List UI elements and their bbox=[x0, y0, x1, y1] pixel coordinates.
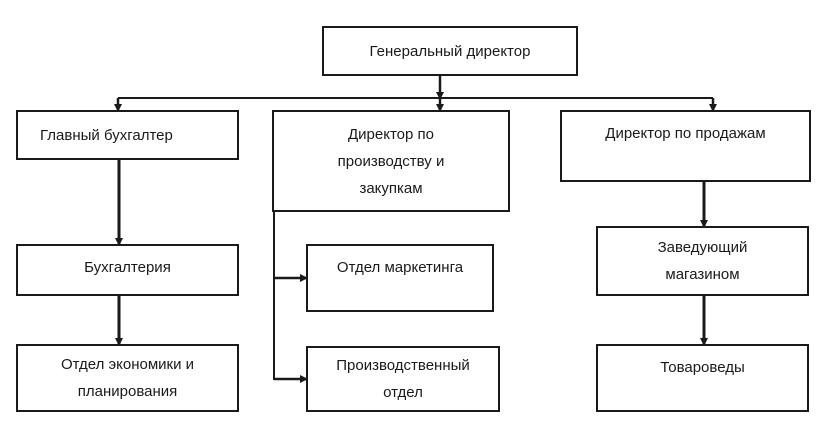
node-label: Директор по производству и закупкам bbox=[337, 125, 445, 197]
node-label: Отдел экономики и планирования bbox=[60, 356, 195, 400]
node-production-director: Директор по производству и закупкам bbox=[272, 110, 510, 212]
node-store-manager: Заведующий магазином bbox=[596, 226, 809, 296]
node-marketing: Отдел маркетинга bbox=[306, 244, 494, 312]
node-chief-accountant: Главный бухгалтер bbox=[16, 110, 239, 160]
node-general-director: Генеральный директор bbox=[322, 26, 578, 76]
node-production-dept: Производственный отдел bbox=[306, 346, 500, 412]
node-sales-director: Директор по продажам bbox=[560, 110, 811, 182]
node-label: Товароведы bbox=[660, 359, 745, 376]
node-label: Генеральный директор bbox=[369, 42, 531, 60]
node-label: Главный бухгалтер bbox=[40, 126, 173, 144]
node-label: Директор по продажам bbox=[605, 125, 766, 142]
node-accounting: Бухгалтерия bbox=[16, 244, 239, 296]
node-label: Заведующий магазином bbox=[657, 239, 748, 283]
node-merchandisers: Товароведы bbox=[596, 344, 809, 412]
node-label: Отдел маркетинга bbox=[336, 259, 464, 276]
node-label: Бухгалтерия bbox=[84, 259, 171, 276]
node-economics-planning: Отдел экономики и планирования bbox=[16, 344, 239, 412]
node-label: Производственный отдел bbox=[336, 357, 470, 401]
